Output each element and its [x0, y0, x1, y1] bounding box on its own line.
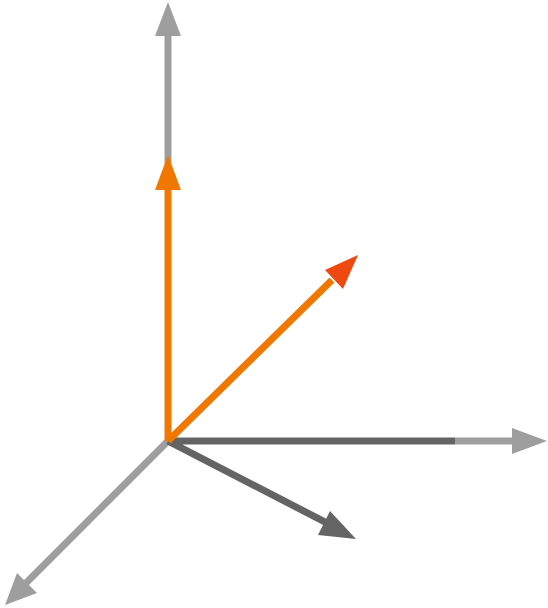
projection-vector-arrow	[166, 437, 356, 539]
vertical-component-arrow	[155, 155, 181, 441]
resultant-vector-arrow	[165, 255, 358, 444]
y-axis-arrow	[5, 438, 171, 605]
